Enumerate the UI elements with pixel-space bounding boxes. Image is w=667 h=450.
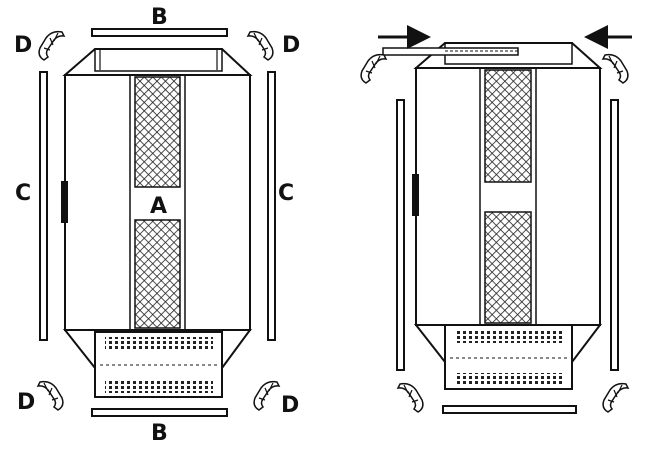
right-bottom-rail [442,405,577,414]
corner-bracket-top-right [247,30,274,61]
right-corner-bracket-bottom-right [602,382,629,413]
top-rail [91,28,228,37]
right-corner-bracket-top-left [360,53,387,84]
corner-bracket-top-left [38,30,65,61]
label-corner-bottom-right: D [281,393,299,418]
right-view-left-post [396,99,405,371]
bottom-rail [91,408,228,417]
right-mesh-lower [484,211,532,324]
right-post [267,71,276,341]
right-view [382,42,619,414]
label-corner-top-right: D [282,33,300,58]
side-handle [61,181,68,223]
label-right-post: C [278,181,294,206]
top-cap-slot [94,48,223,72]
left-post [39,71,48,341]
right-side-handle [412,174,419,216]
corner-bracket-bottom-right [253,380,280,411]
corner-bracket-bottom-left [37,380,64,411]
mesh-panel-upper [134,76,181,188]
label-left-post: C [15,181,31,206]
right-mesh-upper [484,69,532,183]
right-view-right-post [610,99,619,371]
mesh-panel-lower [134,219,181,329]
right-corner-bracket-bottom-left [397,382,424,413]
left-view [39,28,276,417]
label-corner-bottom-left: D [17,390,35,415]
label-panel: A [150,194,167,219]
label-top-rail: B [151,5,168,30]
label-corner-top-left: D [14,33,32,58]
label-bottom-rail: B [151,421,168,445]
right-corner-bracket-top-right [602,53,629,84]
